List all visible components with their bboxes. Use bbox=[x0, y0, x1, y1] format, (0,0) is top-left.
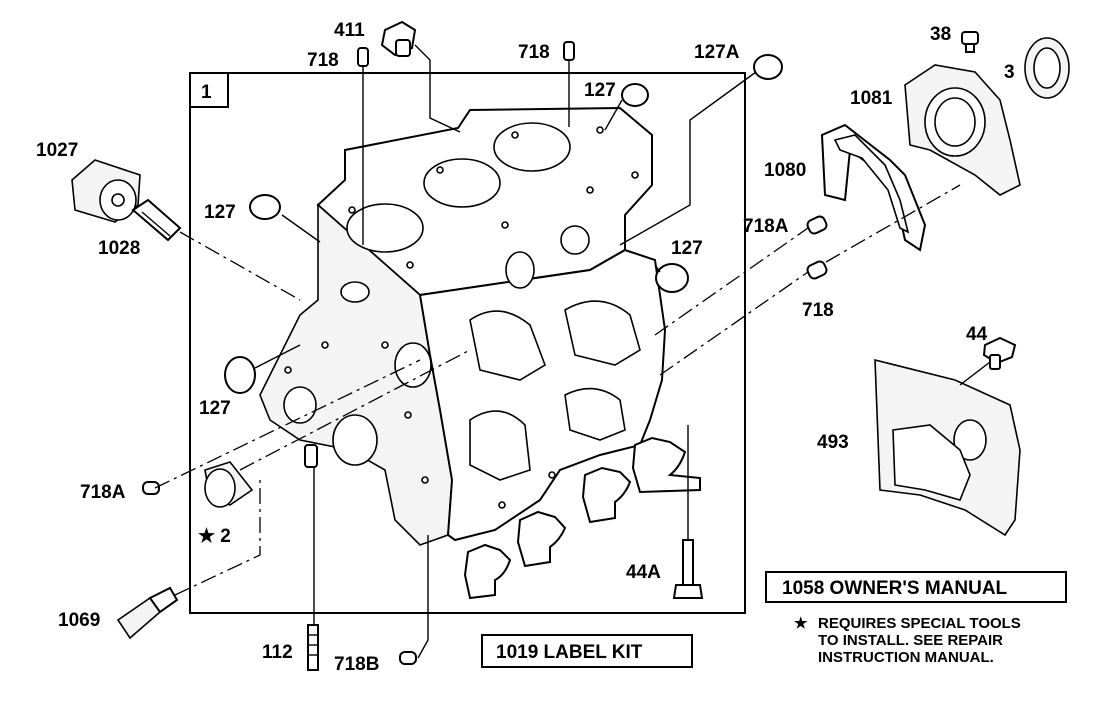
bolt-44A bbox=[672, 539, 704, 599]
label-kit-box: 1019 LABEL KIT bbox=[481, 634, 693, 668]
note-star-icon: ★ bbox=[794, 615, 808, 632]
callout-1028: 1028 bbox=[98, 238, 140, 259]
oil-filter-1027 bbox=[71, 159, 141, 223]
special-tools-note: ★ REQUIRES SPECIAL TOOLS TO INSTALL. SEE… bbox=[794, 615, 1021, 666]
callout-411: 411 bbox=[334, 20, 365, 41]
bearing-caps bbox=[463, 436, 701, 600]
note-line-3: INSTRUCTION MANUAL. bbox=[818, 649, 994, 666]
callout-112: 112 bbox=[262, 642, 293, 663]
callout-2: ★ 2 bbox=[198, 526, 231, 547]
callout-127A: 127A bbox=[694, 42, 740, 63]
callout-718-right: 718 bbox=[802, 300, 834, 321]
callout-38: 38 bbox=[930, 24, 951, 45]
bolt-411 bbox=[380, 20, 417, 57]
cylinder-block-frame bbox=[189, 72, 746, 614]
callout-44: 44 bbox=[966, 324, 988, 345]
dowel-pin-718-top-right bbox=[563, 41, 575, 61]
dowel-pin-front bbox=[304, 444, 318, 468]
leader-lines bbox=[154, 44, 991, 659]
stud-112 bbox=[307, 624, 319, 671]
label-kit-text: 1019 LABEL KIT bbox=[496, 642, 643, 663]
back-plate-493 bbox=[874, 358, 1021, 537]
bolt-44-right bbox=[982, 336, 1017, 370]
plug-127-top bbox=[621, 83, 649, 107]
dowel-pin-718A-right bbox=[806, 215, 828, 235]
callout-493: 493 bbox=[817, 432, 849, 453]
note-line-2: TO INSTALL. SEE REPAIR bbox=[818, 632, 1003, 649]
callout-1069: 1069 bbox=[58, 610, 100, 631]
plug-127-left bbox=[224, 356, 256, 394]
callout-127-right: 127 bbox=[671, 238, 703, 259]
gasket-1080 bbox=[820, 123, 927, 252]
plug-127-right bbox=[655, 263, 689, 293]
plug-127A bbox=[753, 54, 783, 80]
callout-718A-right: 718A bbox=[743, 216, 789, 237]
callout-718A-left: 718A bbox=[80, 482, 126, 503]
frame-tab bbox=[189, 72, 229, 108]
callout-718B: 718B bbox=[334, 654, 379, 675]
callout-1027: 1027 bbox=[36, 140, 78, 161]
callout-3: 3 bbox=[1004, 62, 1015, 83]
cylinder-block bbox=[259, 106, 667, 546]
callout-labels: 1 411 718 718 127A 38 3 1081 1027 127 10… bbox=[36, 20, 1015, 675]
dowel-pin-718A-left bbox=[142, 481, 160, 495]
callout-127-left-upper: 127 bbox=[204, 202, 236, 223]
owners-manual-text: 1058 OWNER'S MANUAL bbox=[782, 578, 1008, 599]
oil-seal-2 bbox=[204, 461, 254, 508]
sensor-1069 bbox=[116, 586, 179, 640]
fitting-1028 bbox=[131, 198, 182, 242]
callout-1: 1 bbox=[201, 82, 212, 103]
dowel-pin-718-top-left bbox=[357, 47, 369, 67]
callout-718-top-right: 718 bbox=[518, 42, 550, 63]
callout-1081: 1081 bbox=[850, 88, 893, 109]
callout-1080: 1080 bbox=[764, 160, 806, 181]
callout-44A: 44A bbox=[626, 562, 661, 583]
owners-manual-box: 1058 OWNER'S MANUAL bbox=[765, 571, 1067, 603]
note-line-1: REQUIRES SPECIAL TOOLS bbox=[818, 615, 1021, 632]
dowel-pin-718B bbox=[399, 651, 417, 665]
seal-3 bbox=[1024, 37, 1070, 99]
callout-127-top: 127 bbox=[584, 80, 616, 101]
plug-127-left-upper bbox=[249, 194, 281, 220]
screw-38 bbox=[961, 31, 979, 53]
dowel-pin-718-right bbox=[806, 260, 828, 280]
seal-retainer-1081 bbox=[904, 64, 1021, 196]
callout-718-top-left: 718 bbox=[307, 50, 339, 71]
callout-127-left-lower: 127 bbox=[199, 398, 231, 419]
